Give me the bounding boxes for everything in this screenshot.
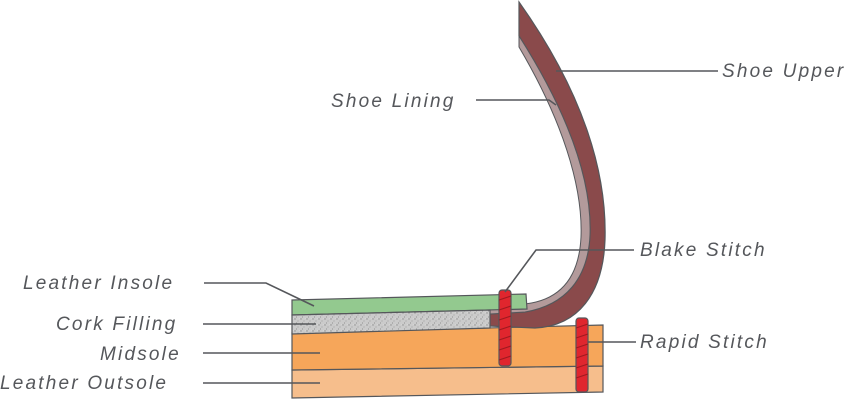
leather-outsole-label: Leather Outsole	[0, 373, 168, 394]
blake-stitch-label: Blake Stitch	[640, 240, 767, 261]
shoe-upper-label: Shoe Upper	[722, 61, 845, 82]
blake-stitch-leader	[504, 249, 634, 293]
cork-filling-layer	[291, 309, 491, 335]
leather-outsole-layer	[291, 365, 604, 399]
leather-insole-leader	[204, 282, 315, 307]
leather-insole-layer	[291, 293, 528, 316]
cork-filling-label: Cork Filling	[56, 314, 177, 335]
shoe-upper	[489, 0, 606, 329]
shoe-lining-leader	[476, 99, 557, 106]
leather-insole-label: Leather Insole	[23, 273, 174, 294]
shoe-lining	[489, 34, 591, 315]
shoe-lining-label: Shoe Lining	[331, 91, 456, 112]
blake-stitch	[498, 289, 512, 367]
rapid-stitch-label: Rapid Stitch	[640, 332, 769, 353]
midsole-label: Midsole	[100, 344, 181, 365]
rapid-stitch	[575, 317, 589, 393]
